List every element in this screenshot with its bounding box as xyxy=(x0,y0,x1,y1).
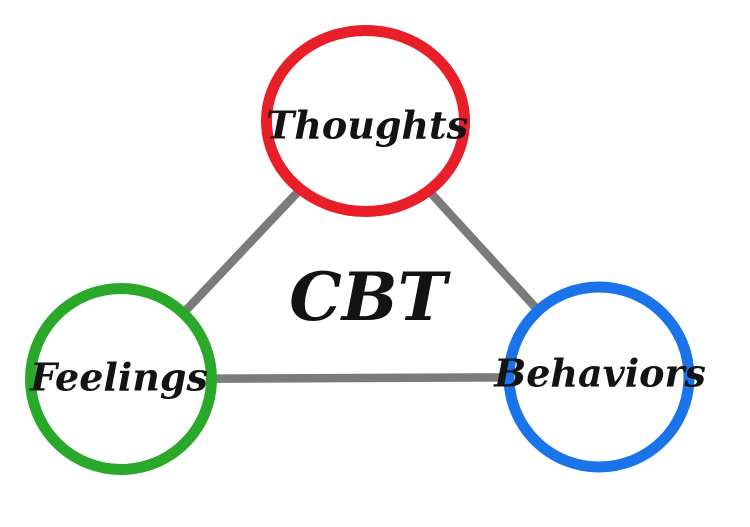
diagram-title: CBT xyxy=(289,258,451,336)
feelings-circle xyxy=(25,283,217,475)
behaviors-circle xyxy=(503,281,695,473)
node-behaviors: Behaviors xyxy=(493,281,706,473)
node-feelings-label: Feelings xyxy=(29,355,208,400)
node-behaviors-label: Behaviors xyxy=(493,351,706,396)
node-thoughts: Thoughts xyxy=(261,25,470,217)
node-thoughts-label: Thoughts xyxy=(266,103,468,148)
node-feelings: Feelings xyxy=(25,283,217,475)
thoughts-circle xyxy=(261,25,470,217)
